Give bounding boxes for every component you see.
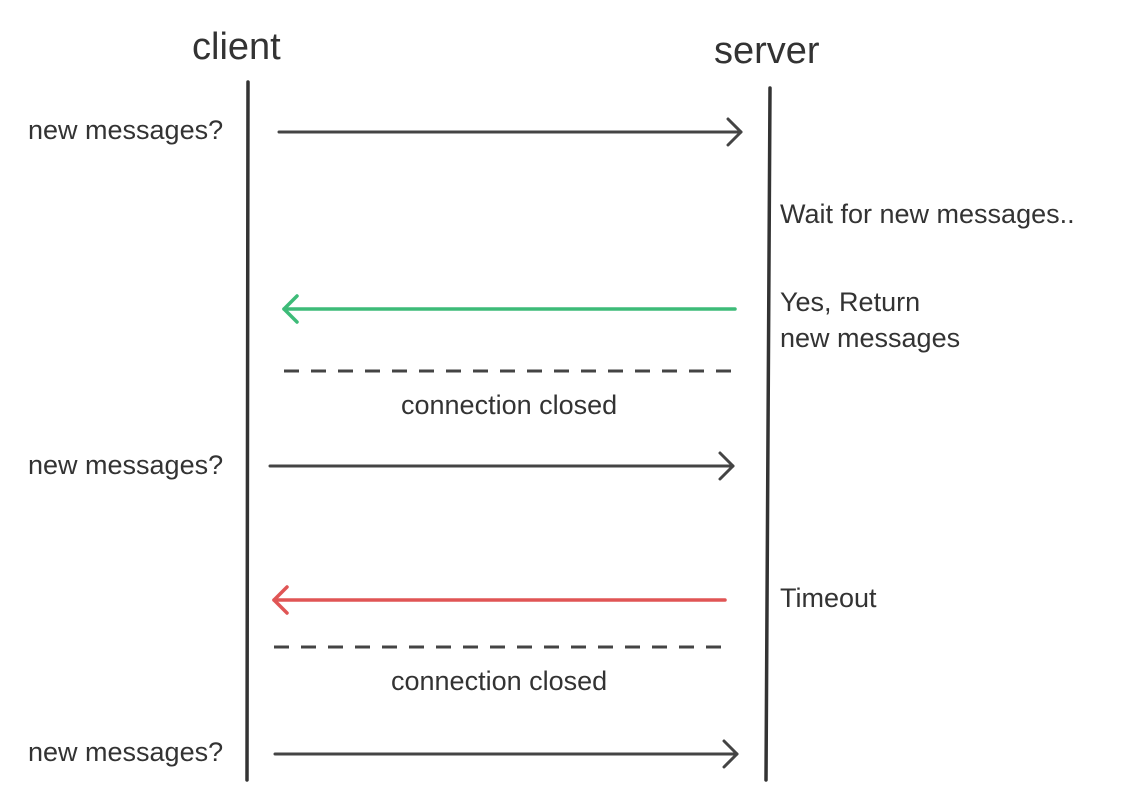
- server-heading: server: [714, 30, 820, 72]
- response-arrow-timeout: [272, 585, 727, 615]
- server-response-note-line-2: new messages: [780, 323, 961, 353]
- request-arrow-2: [268, 451, 735, 481]
- client-lifeline: [245, 80, 250, 782]
- response-arrow-success: [282, 294, 737, 324]
- request-arrow-1: [277, 117, 743, 147]
- connection-closed-label-1: connection closed: [401, 390, 618, 420]
- request-label-2: new messages?: [28, 450, 224, 480]
- connection-closed-label-2: connection closed: [391, 666, 608, 696]
- server-timeout-note: Timeout: [780, 583, 877, 613]
- server-response-note-line-1: Yes, Return: [780, 287, 921, 317]
- client-heading: client: [192, 26, 281, 68]
- server-lifeline: [764, 86, 772, 782]
- request-label-3: new messages?: [28, 737, 224, 767]
- server-wait-note: Wait for new messages..: [780, 199, 1075, 229]
- request-arrow-3: [273, 739, 739, 769]
- request-label-1: new messages?: [28, 115, 224, 145]
